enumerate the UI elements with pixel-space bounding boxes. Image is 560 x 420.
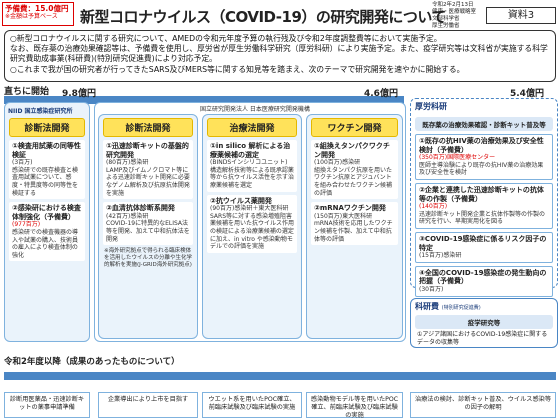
niid-item-1-title: ①検査用試薬の同等性検証 bbox=[12, 142, 81, 159]
page-title: 新型コロナウイルス（COVID-19）の研究開発について bbox=[80, 8, 446, 26]
outcome-4: 感染動物モデル等を用いたPOC確立、前臨床試験及び臨床試験の実施 bbox=[306, 392, 403, 419]
mhlw-item-3-title: ③COVID-19感染症に係るリスク因子の特定 bbox=[419, 234, 547, 252]
amed-diagnosis-item-1: ①迅速診断キットの基盤的研究開発 (80百万)感染研 LAMP及びイムノクロマト… bbox=[103, 140, 193, 200]
kakenhi-box: 科研費 (特別研究促進費) 疫学研究等 ①アジア諸国におけるCOVID-19感染… bbox=[410, 298, 558, 348]
niid-logo: NIID 国立感染症研究所 bbox=[8, 108, 73, 115]
mhlw-head: 既存薬の治療効果確認・診断キット普及等 bbox=[415, 117, 553, 131]
intro-line-2: なお、既存薬の治療効果確認等は、予備費を使用し、厚労省が厚生労働科学研究（厚労科… bbox=[10, 44, 548, 64]
niid-item-2-desc: 感染研での検査機器の導入や試薬の購入、技術員の雇入により検査体制の強化 bbox=[12, 228, 79, 259]
amed-vaccine-item-1-desc: 組換えタンパク抗原を用いたワクチン抗原とアジュバントを組み合わせたワクチン候補の… bbox=[314, 166, 393, 197]
doc-date: 令和2年2月13日 bbox=[432, 2, 474, 8]
amed-vaccine-column: ワクチン開発 ①組換えタンパクワクチン開発 (100百万)感染研 組換えタンパク… bbox=[306, 114, 403, 339]
amed-treatment-item-1-desc: 構造解析技術等による既承認薬等から抗ウイルス活性を示す治療薬候補を選定 bbox=[210, 166, 295, 189]
outcome-2: 企業導出により上市を目指す bbox=[98, 392, 198, 418]
mhlw-item-3: ③COVID-19感染症に係るリスク因子の特定 (15百万)感染研 bbox=[415, 231, 553, 263]
intro-line-3: ○これまで我が国の研究者が行ってきたSARS及びMERS等に関する知見等を踏まえ… bbox=[10, 64, 465, 74]
kakenhi-sub: (特別研究促進費) bbox=[441, 305, 481, 311]
mhlw-item-2-amount: (140百万) bbox=[419, 203, 448, 211]
doc-office-1: 健康・医療戦略室 bbox=[432, 9, 477, 15]
amed-treatment-item-1-amount: (BINDSインシリコユニット) bbox=[210, 159, 288, 167]
mhlw-item-4-title: ④全国のCOVID-19感染症の発生動向の把握（予備費） bbox=[419, 268, 547, 286]
budget-note: 予備費：15.0億円 ※金額は予算ベース bbox=[2, 2, 74, 26]
mhlw-item-1-amount: (350百万)国際医療センター bbox=[419, 154, 496, 162]
mhlw-item-2-title: ②企業と連携した迅速診断キットの抗体等の作製（予備費） bbox=[419, 185, 544, 203]
doc-meta: 令和2年2月13日 健康・医療戦略室 文部科学省 厚生労働省 bbox=[432, 2, 476, 30]
niid-head: 診断法開発 bbox=[9, 118, 85, 137]
budget-note-amount: 予備費：15.0億円 bbox=[5, 4, 69, 13]
amed-vaccine-head: ワクチン開発 bbox=[311, 118, 398, 137]
amed-diagnosis-note: ※海外研究拠点で得られる臨床検体を活用したウイルスの分離や生化学的解析を実施(J… bbox=[104, 248, 193, 269]
amed-diagnosis-item-1-desc: LAMP及びイムノクロマト等による迅速診断キット開発に必要なゲノム解析及び抗原抗… bbox=[106, 166, 190, 197]
budget-note-basis: ※金額は予算ベース bbox=[5, 13, 58, 20]
amed-diagnosis-item-2: ②血清抗体診断系開発 (42百万)感染研 COVID-19に特異的なELISA法… bbox=[103, 202, 193, 246]
amed-diagnosis-item-2-title: ②血清抗体診断系開発 bbox=[106, 204, 175, 213]
niid-column: NIID 国立感染症研究所 診断法開発 ①検査用試薬の同等性検証 (3百万) 感… bbox=[4, 102, 90, 342]
amed-diagnosis-column: 診断法開発 ①迅速診断キットの基盤的研究開発 (80百万)感染研 LAMP及びイ… bbox=[98, 114, 198, 339]
mhlw-item-3-amount: (15百万)感染研 bbox=[419, 252, 462, 260]
reiwa-label: 令和2年度以降（成果のあったものについて） bbox=[4, 357, 180, 367]
mhlw-item-4: ④全国のCOVID-19感染症の発生動向の把握（予備費） (30百万) bbox=[415, 265, 553, 297]
amed-vaccine-item-2-title: ②mRNAワクチン開発 bbox=[314, 204, 386, 213]
amed-treatment-head: 治療法開発 bbox=[207, 118, 297, 137]
niid-item-1: ①検査用試薬の同等性検証 (3百万) 感染研での既存検査と検査用試薬について、感… bbox=[9, 140, 85, 200]
amed-vaccine-item-2: ②mRNAワクチン開発 (150百万)東大医科研 mRNA技術を応用したワクチン… bbox=[311, 202, 398, 246]
kakenhi-head: 疫学研究等 bbox=[415, 315, 553, 329]
mhlw-column: 厚労科研 既存薬の治療効果確認・診断キット普及等 ①既存の抗HIV薬の治療効果及… bbox=[410, 98, 558, 297]
mhlw-item-1-title: ①既存の抗HIV薬の治療効果及び安全性検討（予備費） bbox=[419, 137, 544, 154]
amed-diagnosis-head: 診断法開発 bbox=[103, 118, 193, 137]
niid-item-2-amount: (977百万) bbox=[12, 221, 41, 229]
outcome-1: 診断用医薬品・迅速診断キットの薬事申請準備 bbox=[4, 392, 90, 418]
amed-treatment-item-1-title: ①in silico 解析による治療薬候補の選定 bbox=[210, 142, 291, 159]
kakenhi-label-text: 科研費 bbox=[415, 302, 439, 311]
mhlw-item-2-desc: 迅速診断キット開発企業と抗体作製等の作製の研究を行い、早期実用化を図る bbox=[419, 210, 546, 226]
amed-vaccine-item-2-amount: (150百万)東大医科研 bbox=[314, 212, 373, 220]
amed-vaccine-item-1-title: ①組換えタンパクワクチン開発 bbox=[314, 142, 390, 159]
amed-treatment-item-2-amount: (90百万)感染研＋東大医科研 bbox=[210, 205, 289, 213]
amed-treatment-item-2: ②抗ウイルス薬開発 (90百万)感染研＋東大医科研 SARS等に対する感染増殖阻… bbox=[207, 194, 297, 253]
amed-diagnosis-item-2-amount: (42百万)感染研 bbox=[106, 212, 149, 220]
doc-office-2: 文部科学省 bbox=[432, 16, 460, 22]
direct-start-label: 直ちに開始 bbox=[4, 87, 50, 97]
amed-treatment-item-2-title: ②抗ウイルス薬開発 bbox=[210, 196, 272, 205]
amed-diagnosis-item-1-title: ①迅速診断キットの基盤的研究開発 bbox=[106, 142, 189, 159]
doc-number: 資料3 bbox=[486, 7, 556, 24]
niid-item-2: ②感染研における検査体制強化（予備費） (977百万) 感染研での検査機器の導入… bbox=[9, 202, 85, 262]
amed-vaccine-item-1: ①組換えタンパクワクチン開発 (100百万)感染研 組換えタンパク抗原を用いたワ… bbox=[311, 140, 398, 200]
timeline-arrow bbox=[4, 96, 404, 104]
mhlw-amount: 5.4億円 bbox=[510, 89, 544, 99]
mhlw-item-4-amount: (30百万) bbox=[419, 285, 444, 293]
intro-line-1: ○新型コロナウイルスに関する研究について、AMEDの令和元年度予算の執行残及び令… bbox=[10, 34, 442, 43]
outcome-5: 治療法の検討、診断キット普及、ウイルス感染等の因子の解明 bbox=[410, 392, 556, 418]
mhlw-label: 厚労科研 bbox=[415, 102, 447, 111]
amed-logo: 国立研究開発法人 日本医療研究開発機構 bbox=[200, 106, 310, 113]
amed-vaccine-item-1-amount: (100百万)感染研 bbox=[314, 159, 361, 167]
niid-amount: 9.8億円 bbox=[62, 89, 96, 99]
niid-item-1-desc: 感染研での既存検査と検査用試薬について、感度・特異度等の同等性を検証する bbox=[12, 166, 79, 197]
amed-treatment-item-2-desc: SARS等に対する感染増殖阻害薬候補を用いた抗ウイルス作用の検証による治療薬候補… bbox=[210, 212, 295, 251]
mhlw-item-1: ①既存の抗HIV薬の治療効果及び安全性検討（予備費） (350百万)国際医療セン… bbox=[415, 134, 553, 180]
amed-vaccine-item-2-desc: mRNA技術を応用したワクチン候補を作製、加えて中和抗体等の評価 bbox=[314, 220, 393, 243]
intro-box: ○新型コロナウイルスに関する研究について、AMEDの令和元年度予算の執行残及び令… bbox=[4, 30, 556, 82]
outcome-3: ウエット系を用いたPOC確立、前臨床試験及び臨床試験の実施 bbox=[202, 392, 302, 418]
reiwa-arrow bbox=[4, 372, 556, 380]
mhlw-item-1-desc: 医師主導治験により既存の抗HIV薬の治療効果及び安全性を検討 bbox=[419, 161, 544, 177]
doc-office-3: 厚生労働省 bbox=[432, 23, 460, 29]
amed-amount: 4.6億円 bbox=[364, 89, 398, 99]
kakenhi-item: ①アジア諸国におけるCOVID-19感染症に関するデータの収集等 bbox=[417, 331, 548, 346]
amed-diagnosis-item-2-desc: COVID-19に特異的なELISA法等を開発、加えて中和抗体法を開発 bbox=[106, 220, 190, 243]
mhlw-item-2: ②企業と連携した迅速診断キットの抗体等の作製（予備費） (140百万) 迅速診断… bbox=[415, 182, 553, 229]
niid-item-1-amount: (3百万) bbox=[12, 159, 33, 167]
amed-treatment-item-1: ①in silico 解析による治療薬候補の選定 (BINDSインシリコユニット… bbox=[207, 140, 297, 192]
amed-treatment-column: 治療法開発 ①in silico 解析による治療薬候補の選定 (BINDSインシ… bbox=[202, 114, 302, 339]
niid-item-2-title: ②感染研における検査体制強化（予備費） bbox=[12, 204, 81, 221]
amed-diagnosis-item-1-amount: (80百万)感染研 bbox=[106, 159, 149, 167]
kakenhi-label: 科研費 (特別研究促進費) bbox=[411, 299, 557, 314]
